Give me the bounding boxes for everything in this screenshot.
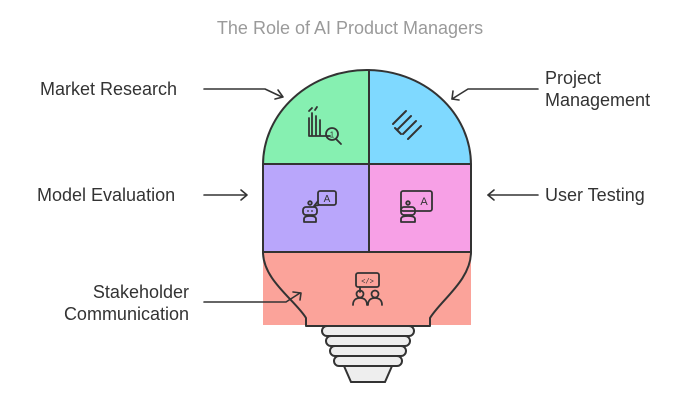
project-management-segment (369, 70, 471, 164)
diagram-title: The Role of AI Product Managers (216, 18, 484, 38)
label-user-testing: User Testing (545, 185, 645, 205)
robot-speech-bubble-icon: A (400, 190, 433, 223)
label-project-management: Project Management (545, 68, 651, 110)
svg-text:1: 1 (330, 131, 335, 140)
bulb-base (321, 325, 415, 383)
code-people-icon: </> (352, 272, 383, 306)
label-stakeholder-communication: Stakeholder Communication (63, 282, 189, 324)
arrow-model-evaluation (203, 189, 248, 201)
label-model-evaluation: Model Evaluation (37, 185, 176, 205)
label-market-research: Market Research (40, 79, 178, 99)
arrow-project-management (451, 88, 539, 101)
code-symbol: </> (361, 279, 374, 287)
arrow-user-testing (487, 189, 539, 201)
bulb-outline (262, 69, 472, 327)
bar-chart-magnifier-icon: 1 (308, 106, 342, 145)
user-testing-segment (369, 164, 471, 252)
arrow-stakeholder-communication (203, 291, 302, 303)
speech-letter: A (420, 196, 428, 208)
arrow-market-research (203, 88, 284, 100)
market-research-segment (263, 70, 369, 164)
stakeholder-communication-segment (263, 252, 471, 325)
robot-speech-bubble-icon: A (302, 190, 337, 223)
parallel-tasks-icon (392, 110, 422, 140)
speech-letter: A (324, 194, 331, 205)
